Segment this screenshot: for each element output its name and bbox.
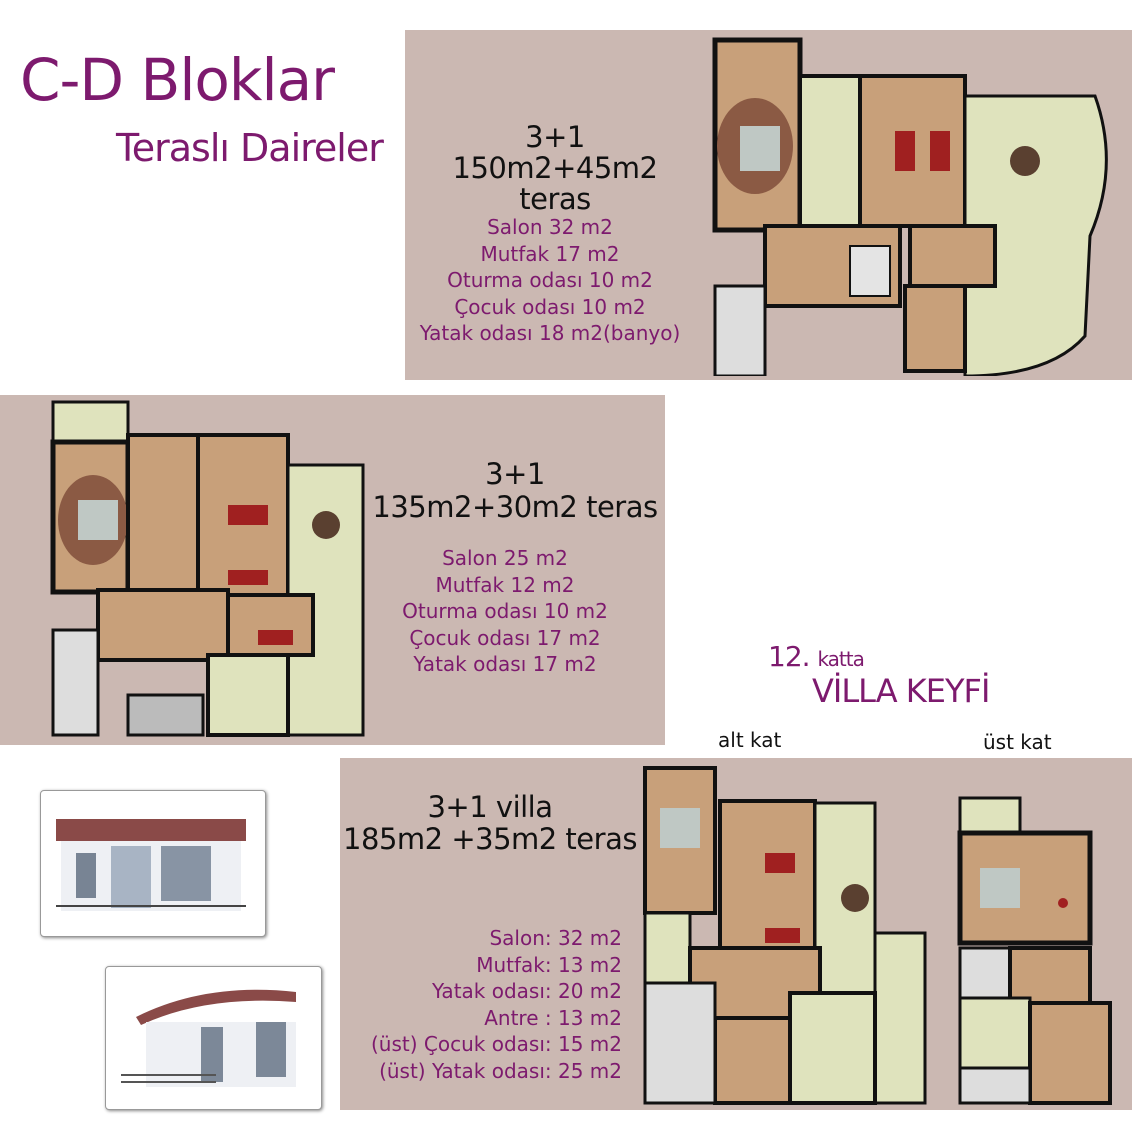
room-list: Salon: 32 m2 Mutfak: 13 m2 Yatak odası: … — [340, 925, 622, 1084]
room-item: (üst) Çocuk odası: 15 m2 — [371, 1032, 622, 1056]
room-item: Oturma odası 10 m2 — [402, 599, 608, 623]
unit-area: 185m2 +35m2 teras — [343, 822, 637, 856]
floor-number: 12. — [768, 640, 811, 673]
room-list: Salon 25 m2 Mutfak 12 m2 Oturma odası 10… — [360, 545, 650, 678]
room-item: Çocuk odası 17 m2 — [409, 625, 601, 650]
unit-panel-3: 3+1 villa 185m2 +35m2 teras Salon: 32 m2… — [340, 758, 1132, 1110]
unit-panel-2: 3+1 135m2+30m2 teras Salon 25 m2 Mutfak … — [0, 395, 665, 745]
page-title: C-D Bloklar — [20, 46, 335, 114]
floor-plan-1 — [712, 37, 1108, 376]
elevation-image — [56, 819, 246, 911]
room-item: Mutfak 12 m2 — [435, 572, 575, 597]
unit-area: 135m2+30m2 teras — [372, 490, 658, 524]
room-item: (üst) Yatak odası: 25 m2 — [379, 1058, 622, 1083]
floor-plan-2 — [50, 400, 365, 737]
room-item: Yatak odası 17 m2 — [413, 652, 597, 676]
room-item: Salon: 32 m2 — [489, 926, 622, 950]
upper-floor-label: üst kat — [983, 730, 1052, 754]
unit-area: 150m2+45m2 teras — [452, 151, 658, 216]
elevation-image — [121, 989, 296, 1087]
unit-type: 3+1 villa — [427, 790, 553, 824]
room-item: Salon 32 m2 — [487, 215, 613, 239]
room-list: Salon 32 m2 Mutfak 17 m2 Oturma odası 10… — [405, 214, 695, 347]
lower-floor-label: alt kat — [718, 728, 782, 752]
floor-plan-lower — [643, 766, 927, 1105]
room-item: Yatak odası 18 m2(banyo) — [419, 321, 681, 345]
room-item: Çocuk odası 10 m2 — [454, 294, 646, 319]
floor-word: katta — [817, 647, 864, 671]
room-item: Antre : 13 m2 — [484, 1005, 622, 1030]
room-item: Oturma odası 10 m2 — [447, 268, 653, 292]
building-elevation-front — [40, 790, 266, 937]
room-item: Mutfak 17 m2 — [480, 241, 620, 266]
room-item: Salon 25 m2 — [442, 546, 568, 570]
building-elevation-side — [105, 966, 322, 1110]
unit-type: 3+1 — [525, 120, 585, 154]
page-subtitle: Teraslı Daireler — [116, 126, 384, 170]
room-item: Yatak odası: 20 m2 — [431, 979, 622, 1003]
unit-type: 3+1 — [485, 457, 545, 491]
room-item: Mutfak: 13 m2 — [476, 952, 622, 977]
floor-plan-upper — [957, 796, 1112, 1105]
villa-floor-number: 12. katta — [768, 640, 865, 673]
unit-panel-1: 3+1 150m2+45m2 teras Salon 32 m2 Mutfak … — [405, 30, 1132, 380]
villa-tagline: VİLLA KEYFİ — [812, 672, 990, 710]
